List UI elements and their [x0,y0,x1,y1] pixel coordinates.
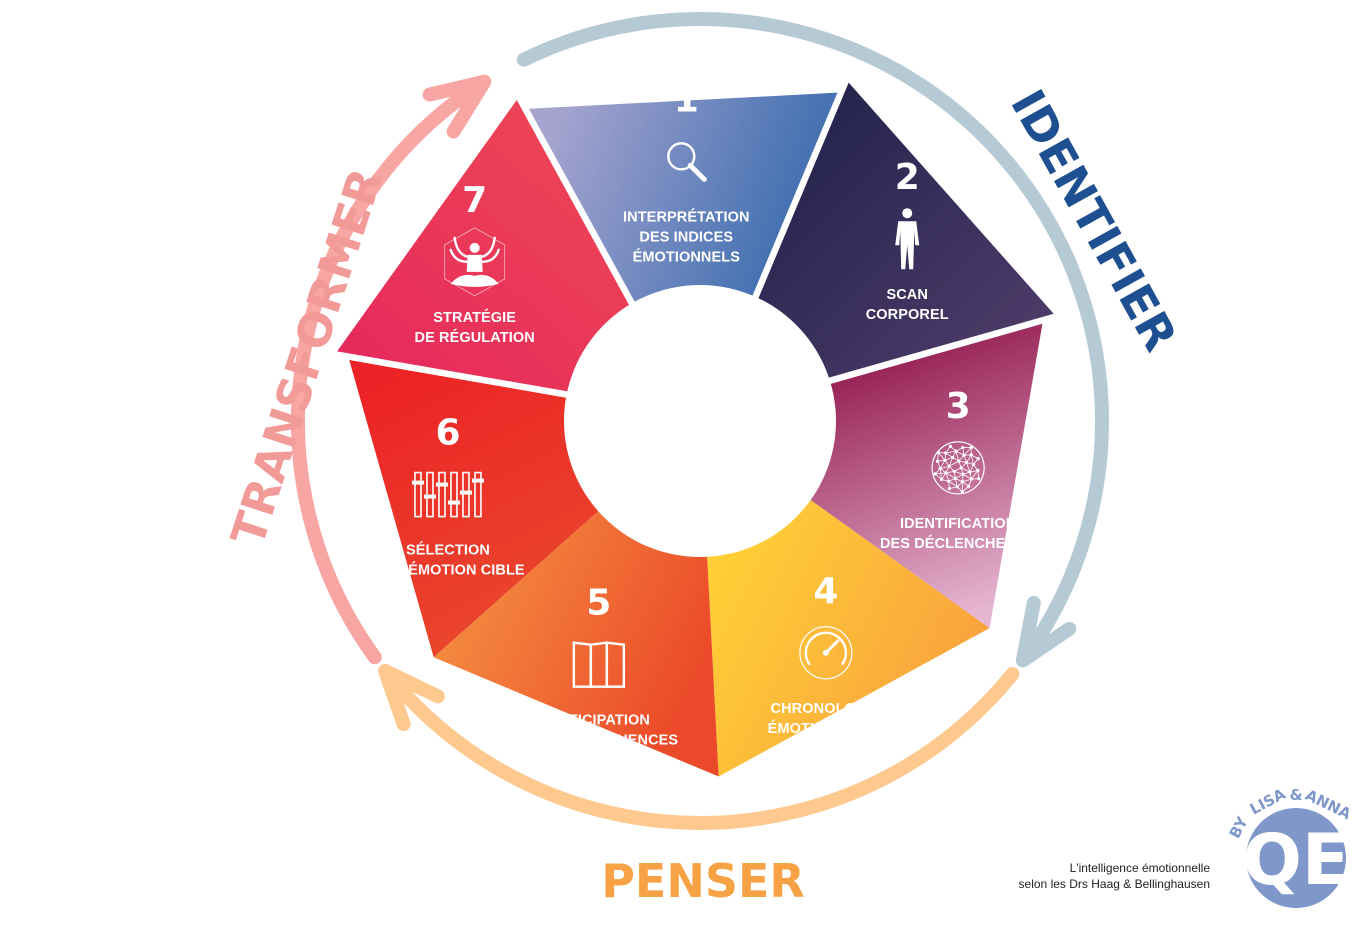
magnifier-icon [667,142,707,182]
brand-ampersand: & [1289,786,1302,804]
wheel-center [564,285,836,557]
footer-line-1: L'intelligence émotionnelle [1069,861,1210,875]
equalizer-sliders-icon [411,471,484,518]
brand-logo: QE BY LISA & ANNA [1226,785,1354,908]
human-body-icon [895,208,920,270]
segment-7-label-line: STRATÉGIE [433,309,516,326]
segment-4-label-line: ÉMOTIONNELLE [768,720,885,737]
phase-label-penser: PENSER [601,854,805,908]
penser-arrow-head [378,663,445,732]
segment-2-label-line: SCAN [886,287,928,303]
transformer-arrow-arc [291,76,489,665]
meditation-icon [444,227,506,297]
segment-5-label-line: DES CONSÉQUENCES [519,732,678,749]
gauge-icon [799,626,853,680]
footer-line-2: selon les Drs Haag & Bellinghausen [1018,877,1210,891]
folding-screen-icon [572,641,626,688]
segment-6-label-line: DE L'ÉMOTION CIBLE [371,562,525,579]
identifier-arrow-head [1015,595,1077,668]
segment-number-2: 2 [895,157,920,198]
segment-number-3: 3 [946,386,971,427]
brand-logo-badge [1246,808,1346,908]
segment-number-1: 1 [674,79,699,120]
segment-1-label-line: ÉMOTIONNELS [633,248,741,265]
segment-1-label-line: DES INDICES [639,229,733,245]
segment-5-label-line: ANTICIPATION [548,713,650,729]
segment-2-label-line: CORPOREL [866,307,949,323]
segment-3-label-line: IDENTIFICATION [900,516,1016,532]
segment-3-label-line: DES DÉCLENCHEURS [880,535,1037,552]
footer-credit: L'intelligence émotionnelle selon les Dr… [960,860,1210,892]
segment-number-7: 7 [462,180,487,221]
segment-number-5: 5 [586,583,611,624]
identifier-arrow-arc [516,12,1109,665]
segment-number-6: 6 [435,413,460,454]
segment-4-label-line: CHRONOLOGIE [771,701,882,717]
segment-7-label-line: DE RÉGULATION [415,329,535,346]
phase-arrows [291,12,1109,830]
segment-1-label-line: INTERPRÉTATION [623,208,750,225]
network-sphere-icon [931,441,985,495]
penser-arrow-arc [380,666,1020,830]
segment-6-label-line: SÉLECTION [406,542,490,559]
brand-logo-mark: QE [1242,819,1349,901]
segment-number-4: 4 [813,571,838,612]
wheel-segment-1 [528,92,838,421]
transformer-arrow-head [422,74,492,139]
